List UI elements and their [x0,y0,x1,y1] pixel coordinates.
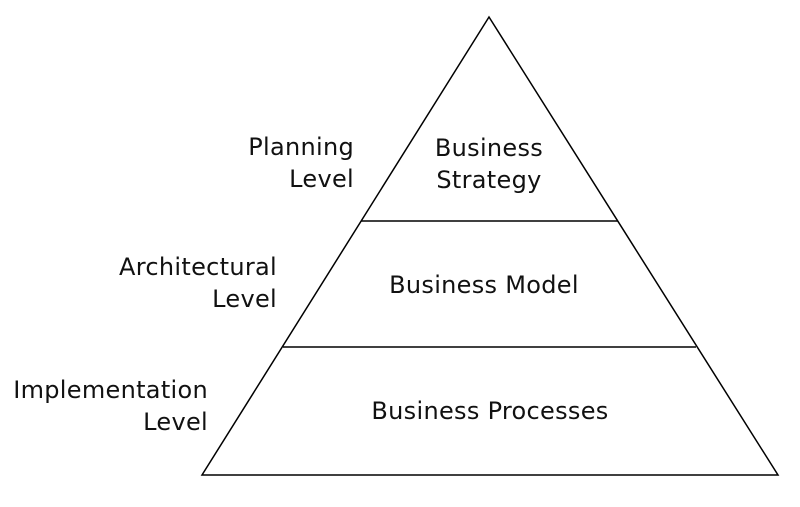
tier-label-line: Strategy [436,166,542,194]
tier-business-processes: Business Processes [340,395,640,427]
level-label-line: Level [143,408,208,436]
level-label-line: Architectural [119,253,277,281]
level-label-architectural: Architectural Level [119,251,277,315]
level-label-line: Level [289,165,354,193]
tier-label-line: Business [434,134,544,162]
level-label-line: Level [212,285,277,313]
level-label-line: Planning [248,133,354,161]
level-label-planning: Planning Level [248,131,354,195]
level-label-implementation: Implementation Level [13,374,208,438]
level-label-line: Implementation [13,376,208,404]
tier-business-model: Business Model [334,269,634,301]
pyramid-outline [200,15,780,476]
tier-business-strategy: Business Strategy [389,132,589,196]
tier-label-line: Business Processes [371,397,609,425]
tier-label-line: Business Model [389,271,579,299]
